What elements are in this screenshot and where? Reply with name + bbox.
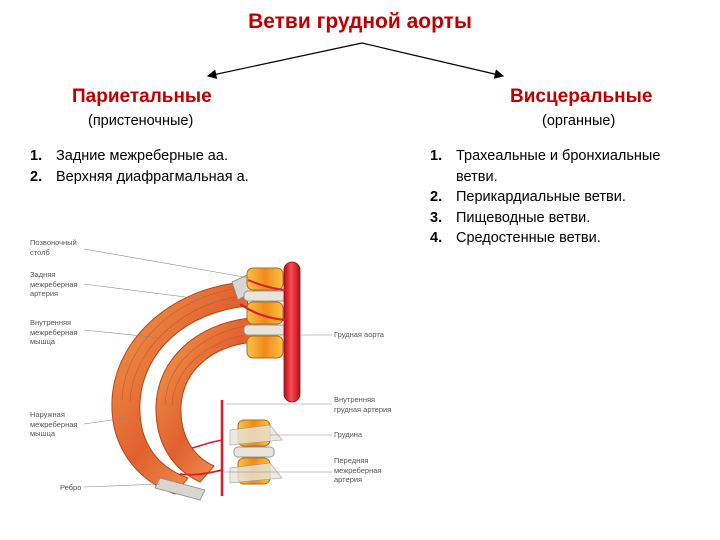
list-text: ветви.	[456, 168, 498, 185]
parietal-list: 1. Задние межреберные аа. 2. Верхняя диа…	[30, 146, 249, 187]
label-sternum: Грудина	[334, 430, 363, 439]
parietal-heading: Париетальные	[72, 86, 212, 107]
list-number: 2.	[30, 168, 43, 185]
visceral-subheading: (органные)	[542, 113, 616, 129]
label-spine: Позвоночный столб	[30, 238, 77, 257]
page-title: Ветви грудной аорты	[248, 10, 472, 33]
list-text: Средостенные ветви.	[456, 230, 601, 246]
inner-intercostal-muscle	[155, 317, 255, 483]
label-internal-intercostal-muscle: Внутренняя межреберная мышца	[30, 318, 78, 346]
anterior-intercostal-artery	[179, 469, 223, 476]
sternum	[229, 419, 283, 485]
arrow-left	[206, 42, 363, 79]
parietal-subheading: (пристеночные)	[88, 113, 194, 129]
visceral-list: 1. Трахеальные и бронхиальные ветви. 2. …	[430, 146, 660, 249]
thoracic-aorta	[283, 261, 301, 403]
label-rib: Ребро	[60, 483, 82, 492]
branch-arrows	[206, 42, 505, 79]
list-text: Верхняя диафрагмальная а.	[56, 168, 249, 185]
list-item: 2. Верхняя диафрагмальная а.	[30, 167, 249, 188]
label-thoracic-aorta: Грудная аорта	[334, 330, 384, 339]
outer-intercostal-muscle	[111, 281, 249, 495]
list-number: 1.	[430, 148, 443, 164]
posterior-intercostal-artery	[239, 303, 286, 322]
list-item: 1. Задние межреберные аа.	[30, 146, 249, 167]
label-external-intercostal-muscle: Наружная межреберная мышца	[30, 410, 78, 438]
list-number: 4.	[430, 230, 443, 246]
list-item: 2. Перикардиальные ветви.	[430, 187, 660, 208]
list-number: 3.	[430, 209, 443, 226]
list-text: Пищеводные ветви.	[456, 209, 591, 226]
list-number: 2.	[430, 189, 443, 205]
list-item: 1. Трахеальные и бронхиальные	[430, 146, 660, 167]
vertebral-column	[243, 267, 287, 359]
list-text: Перикардиальные ветви.	[456, 189, 626, 205]
rib-end-lower	[154, 477, 206, 501]
list-text: Трахеальные и бронхиальные	[456, 148, 661, 164]
list-item: 3. Пищеводные ветви.	[430, 208, 660, 229]
label-anterior-intercostal-artery: Передняя межреберная артерия	[334, 456, 382, 484]
arrow-right	[361, 42, 505, 79]
label-internal-thoracic-artery: Внутренняя грудная артерия	[334, 395, 392, 414]
list-text: Задние межреберные аа.	[56, 148, 228, 164]
visceral-heading: Висцеральные	[510, 86, 653, 107]
muscle-fibers	[121, 287, 251, 407]
list-number: 1.	[30, 148, 43, 164]
label-posterior-intercostal-artery: Задняя межреберная артерия	[30, 270, 78, 298]
list-item: 4. Средостенные ветви.	[430, 228, 660, 249]
list-item: ветви.	[430, 167, 660, 188]
